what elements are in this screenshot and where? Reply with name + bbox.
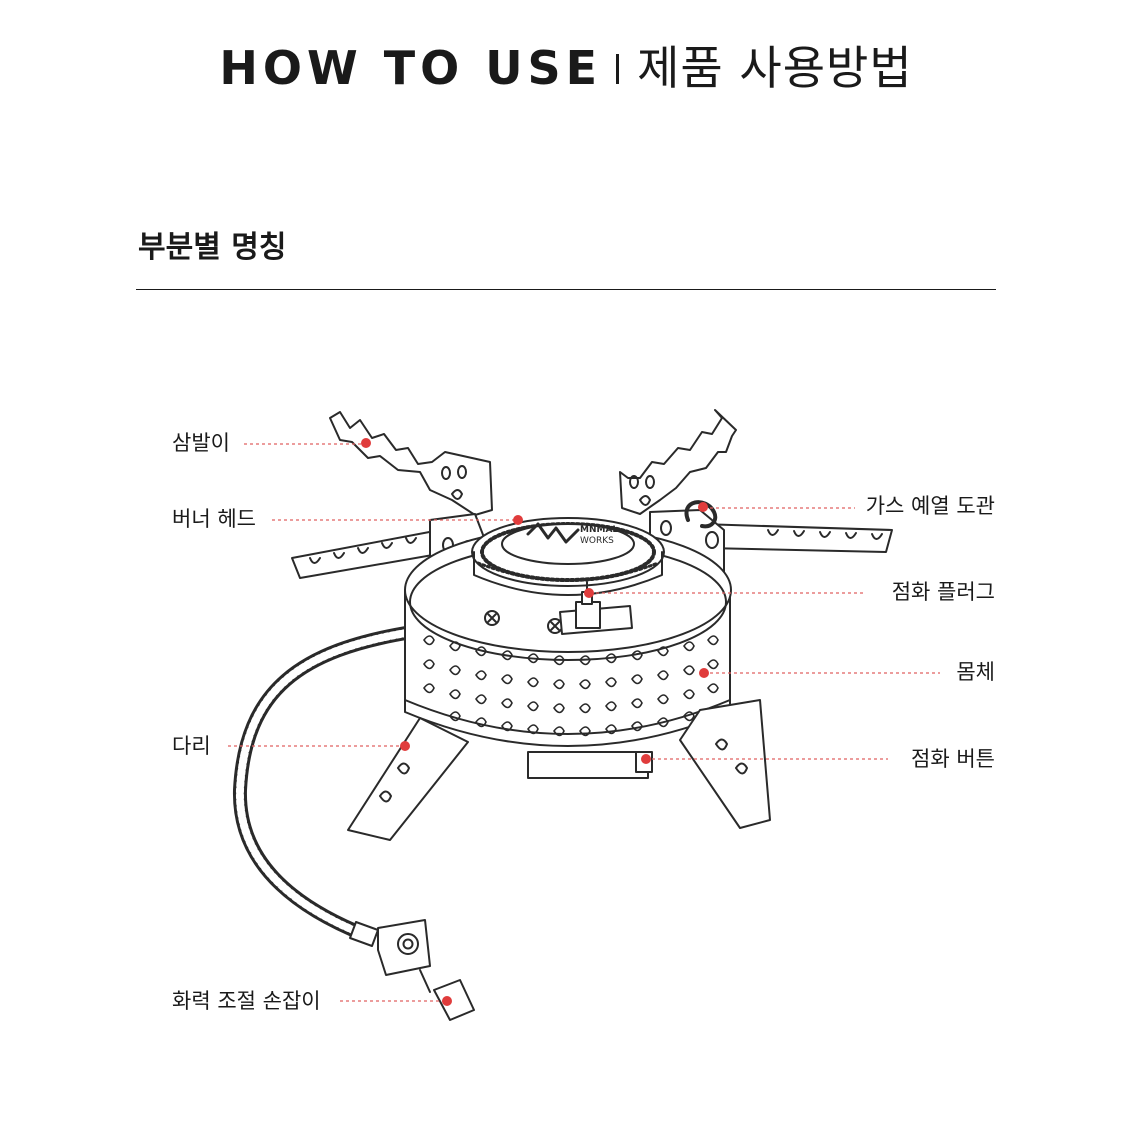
- ignition-button-part: [527, 751, 653, 779]
- section-divider: [136, 289, 996, 290]
- marker-body: [699, 668, 709, 678]
- label-flame-control-knob: 화력 조절 손잡이: [172, 989, 321, 1013]
- control-valve: [349, 919, 475, 1021]
- label-gas-preheat-pipe: 가스 예열 도관: [865, 494, 995, 518]
- title-korean: 제품 사용방법: [637, 41, 913, 95]
- label-body: 몸체: [956, 660, 995, 684]
- label-pot-support: 삼발이: [172, 431, 230, 455]
- rim-screws: [484, 610, 563, 634]
- marker-ignition-plug: [584, 588, 594, 598]
- label-burner-head: 버너 헤드: [172, 507, 256, 531]
- brand-logo-mark: [526, 522, 580, 544]
- marker-ignition-button: [641, 754, 651, 764]
- label-leg: 다리: [172, 734, 211, 758]
- preheat-pipe: [684, 500, 718, 529]
- back-pot-supports: [329, 409, 737, 516]
- marker-burner-head: [513, 515, 523, 525]
- marker-leg: [400, 741, 410, 751]
- ignition-plug: [559, 581, 633, 635]
- body-perforations: [423, 635, 719, 737]
- leader-lines: [228, 443, 940, 1002]
- label-ignition-plug: 점화 플러그: [891, 580, 995, 604]
- brand-line-2: WORKS: [580, 536, 614, 546]
- marker-dots: [361, 438, 709, 1006]
- marker-pot-support: [361, 438, 371, 448]
- burner-head: [471, 517, 665, 596]
- brand-line-1: MNMAL: [580, 525, 618, 535]
- title-english: HOW TO USE: [219, 41, 603, 95]
- page-title: HOW TO USE 제품 사용방법: [0, 38, 1132, 98]
- gas-hose: [232, 625, 419, 942]
- front-legs: [347, 699, 771, 841]
- brand-text: MNMAL WORKS: [580, 525, 618, 546]
- marker-preheat-pipe: [698, 502, 708, 512]
- title-separator: [616, 53, 620, 84]
- marker-flame-knob: [442, 996, 452, 1006]
- label-ignition-button: 점화 버튼: [911, 747, 995, 771]
- section-title: 부분별 명칭: [138, 230, 287, 265]
